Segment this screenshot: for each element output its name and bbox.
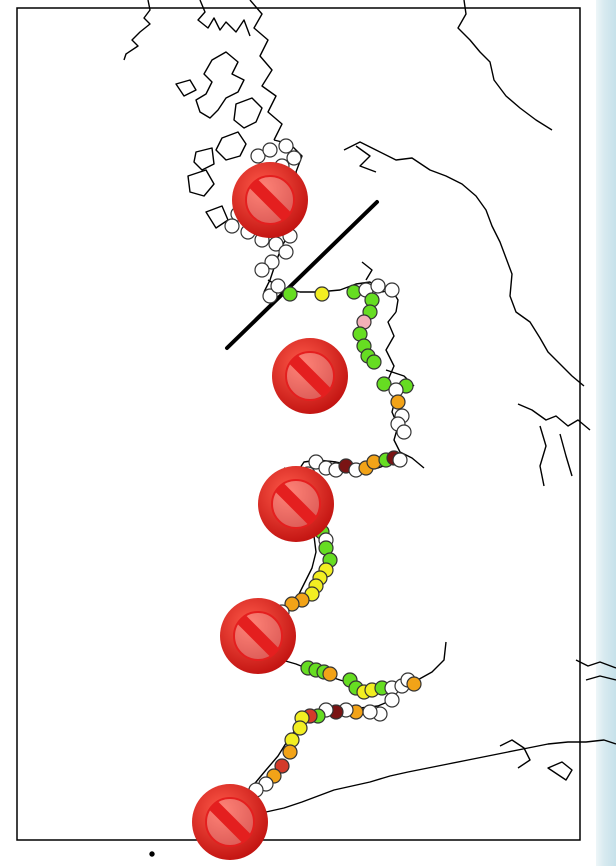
site-marker-no-data xyxy=(362,704,378,720)
site-marker-orange xyxy=(282,744,298,760)
site-marker-no-data xyxy=(264,254,280,270)
site-marker-no-data xyxy=(286,150,302,166)
site-marker-no-data xyxy=(250,148,266,164)
site-marker-red xyxy=(274,758,290,774)
site-marker-no-data xyxy=(396,424,412,440)
site-marker-no-data xyxy=(262,288,278,304)
site-marker-yellow xyxy=(314,286,330,302)
site-marker-no-data xyxy=(270,278,286,294)
site-marker-orange xyxy=(390,394,406,410)
site-marker-no-data xyxy=(224,218,240,234)
site-marker-orange xyxy=(406,676,422,692)
site-marker-orange xyxy=(322,666,338,682)
site-marker-green xyxy=(376,376,392,392)
map-frame xyxy=(16,7,581,841)
prohibition-signs xyxy=(192,162,348,860)
site-marker-no-data xyxy=(278,138,294,154)
prohibition-icon xyxy=(192,784,268,860)
prohibition-icon xyxy=(232,162,308,238)
site-marker-no-data xyxy=(278,244,294,260)
site-marker-green xyxy=(282,286,298,302)
site-marker-no-data xyxy=(392,452,408,468)
site-marker-yellow xyxy=(292,720,308,736)
prohibition-icon xyxy=(272,338,348,414)
site-marker-no-data xyxy=(254,262,270,278)
site-marker-no-data xyxy=(370,278,386,294)
side-panel-strip xyxy=(596,0,616,866)
prohibition-icon xyxy=(220,598,296,674)
prohibition-icon xyxy=(258,466,334,542)
site-marker-no-data xyxy=(384,282,400,298)
site-marker-no-data xyxy=(262,142,278,158)
divider-line xyxy=(225,200,379,350)
monitoring-sites xyxy=(224,138,422,798)
site-marker-orange xyxy=(284,596,300,612)
site-marker-green xyxy=(366,354,382,370)
coastline xyxy=(123,0,616,857)
site-marker-no-data xyxy=(384,692,400,708)
